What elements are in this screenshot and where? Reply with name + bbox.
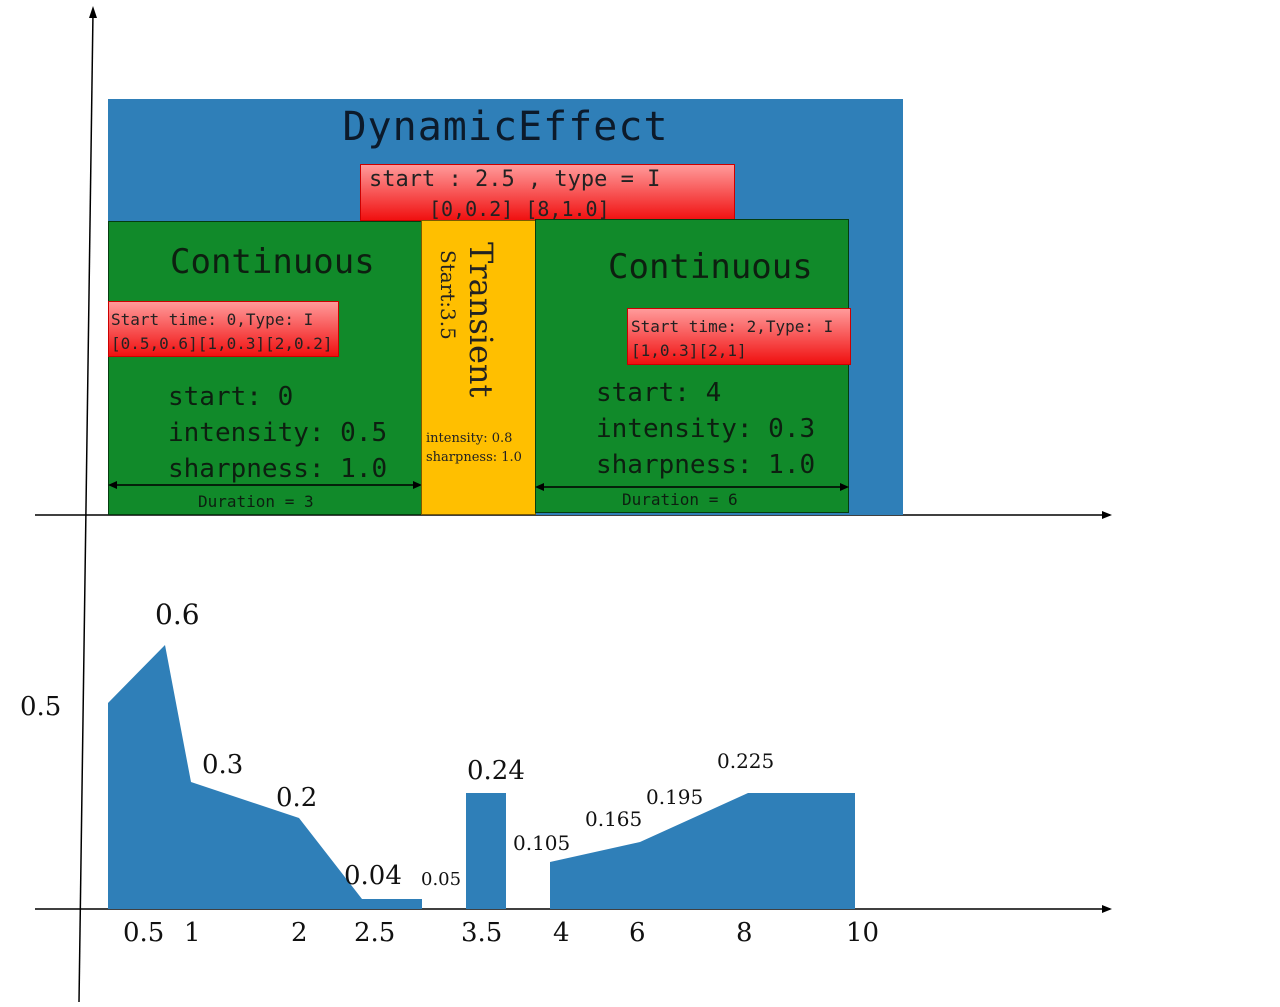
point-label: 0.225 — [717, 749, 775, 773]
point-label: 0.165 — [585, 807, 643, 831]
continuous-right-duration-arrow — [535, 483, 849, 491]
y-axis-arrow — [89, 6, 97, 18]
point-label: 0.195 — [646, 785, 704, 809]
x-tick-label: 2.5 — [354, 918, 396, 948]
y-axis — [78, 11, 94, 1003]
continuous-right-curve-line2: [1,0.3][2,1] — [631, 341, 747, 360]
curve-segment-3 — [550, 793, 855, 909]
curve-segment-1 — [108, 645, 422, 909]
x-tick-label: 8 — [736, 918, 753, 948]
continuous-right-start: start: 4 — [596, 378, 722, 408]
x-tick-label: 4 — [553, 918, 570, 948]
point-label: 0.04 — [344, 861, 402, 891]
transient-start: Start:3.5 — [436, 250, 460, 340]
point-label: 0.105 — [513, 831, 571, 855]
y-tick-label: 0.5 — [20, 692, 62, 722]
point-label: 0.2 — [276, 783, 318, 813]
point-label: 0.24 — [467, 756, 525, 786]
point-label: 0.6 — [155, 598, 200, 631]
continuous-right-duration: Duration = 6 — [622, 490, 738, 509]
x-tick-label: 0.5 — [123, 918, 165, 948]
continuous-left-box — [108, 221, 422, 515]
point-label: 0.3 — [202, 750, 244, 780]
x-tick-label: 1 — [184, 918, 201, 948]
dynamic-effect-curve-box: start : 2.5 , type = I [0,0.2] [8,1.0] — [360, 164, 735, 221]
transient-box — [421, 220, 536, 515]
continuous-right-intensity: intensity: 0.3 — [596, 414, 816, 444]
x-tick-label: 3.5 — [461, 918, 503, 948]
continuous-left-curve-box: Start time: 0,Type: I [0.5,0.6][1,0.3][2… — [108, 301, 339, 357]
continuous-right-title: Continuous — [608, 247, 813, 287]
continuous-left-start: start: 0 — [168, 382, 294, 412]
continuous-right-curve-line1: Start time: 2,Type: I — [631, 317, 834, 336]
continuous-right-sharpness: sharpness: 1.0 — [596, 450, 816, 480]
continuous-left-sharpness: sharpness: 1.0 — [168, 454, 388, 484]
bottom-x-axis-arrow — [1102, 905, 1112, 913]
x-tick-label: 10 — [846, 918, 880, 948]
transient-intensity: intensity: 0.8 — [426, 431, 513, 446]
continuous-left-intensity: intensity: 0.5 — [168, 418, 388, 448]
top-x-axis-arrow — [1102, 511, 1112, 519]
curve-segment-2 — [466, 793, 506, 909]
continuous-right-curve-box: Start time: 2,Type: I [1,0.3][2,1] — [627, 308, 851, 365]
dynamic-effect-curve-line1: start : 2.5 , type = I — [369, 167, 661, 192]
continuous-left-curve-line2: [0.5,0.6][1,0.3][2,0.2] — [111, 334, 333, 353]
point-label: 0.05 — [421, 869, 462, 890]
continuous-right-box — [535, 219, 849, 513]
x-tick-label: 2 — [291, 918, 308, 948]
continuous-left-duration-arrow — [108, 481, 422, 489]
continuous-left-curve-line1: Start time: 0,Type: I — [111, 310, 314, 329]
dynamic-effect-title: DynamicEffect — [342, 104, 669, 150]
continuous-left-title: Continuous — [170, 242, 375, 282]
transient-title: Transient — [462, 242, 500, 398]
transient-sharpness: sharpness: 1.0 — [426, 450, 522, 465]
x-tick-label: 6 — [629, 918, 646, 948]
continuous-left-duration: Duration = 3 — [198, 492, 314, 511]
dynamic-effect-curve-line2: [0,0.2] [8,1.0] — [429, 197, 610, 221]
